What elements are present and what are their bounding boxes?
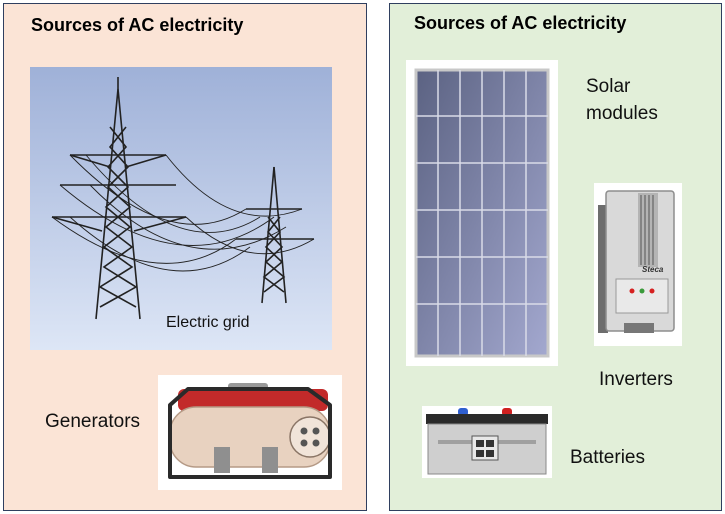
generators-label: Generators	[45, 411, 141, 432]
battery-image	[422, 406, 552, 478]
inverters-label: Inverters	[599, 369, 673, 390]
solar-module-image	[406, 60, 558, 366]
inverter-brand-label: Steca	[642, 265, 664, 274]
left-panel-title: Sources of AC electricity	[31, 15, 244, 35]
generator-image	[158, 375, 342, 490]
electric-grid-image: Electric grid	[30, 67, 332, 350]
inverter-icon	[598, 190, 675, 333]
generator-icon	[168, 383, 332, 479]
left-panel: Sources of AC electricity	[3, 3, 367, 511]
solar-panel-icon	[414, 68, 550, 358]
solar-modules-label-line2: modules	[586, 103, 658, 124]
solar-modules-label-line1: Solar	[586, 76, 631, 97]
battery-icon	[426, 408, 548, 475]
power-tower-icon	[30, 67, 332, 350]
batteries-label: Batteries	[570, 447, 645, 468]
electric-grid-label: Electric grid	[166, 314, 250, 331]
right-panel-title: Sources of AC electricity	[414, 13, 627, 33]
inverter-image: Steca	[594, 183, 682, 346]
right-panel: Sources of AC electricity	[389, 3, 722, 511]
